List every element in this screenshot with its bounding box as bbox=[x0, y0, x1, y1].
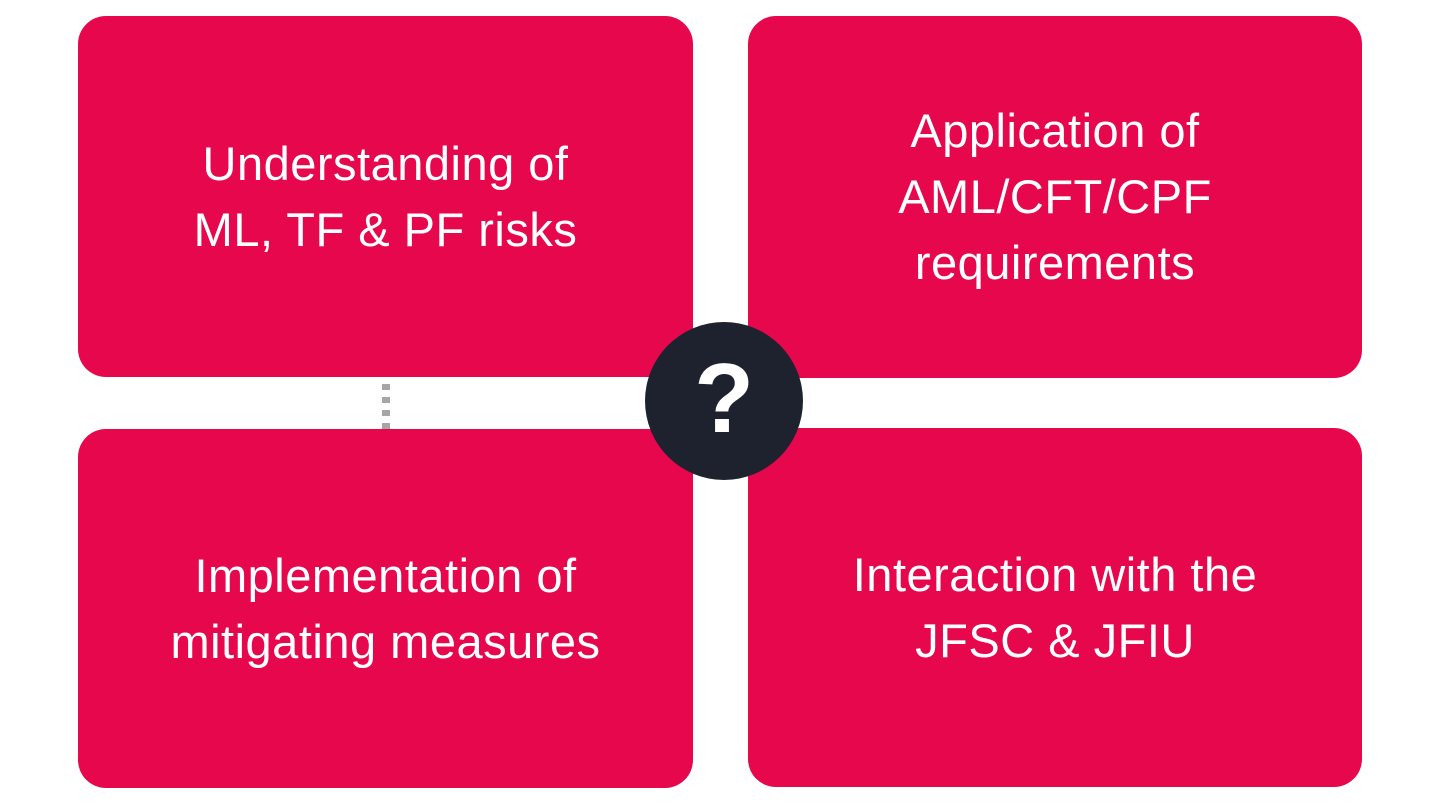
dotted-connector-left-column bbox=[382, 371, 390, 433]
question-mark-badge: ? bbox=[645, 322, 803, 480]
node-text-line: Interaction with the bbox=[852, 547, 1258, 601]
question-mark-icon: ? bbox=[694, 343, 754, 453]
node-text-line: AML/CFT/CPF bbox=[898, 170, 1212, 223]
node-text-line: ML, TF & PF risks bbox=[193, 202, 578, 256]
node-implementation-measures: Implementation of mitigating measures bbox=[78, 429, 693, 788]
node-text-line: Implementation of bbox=[194, 548, 577, 602]
node-text-line: requirements bbox=[914, 236, 1196, 289]
node-text-line: Understanding of bbox=[202, 136, 569, 190]
node-text-line: Application of bbox=[910, 104, 1200, 157]
node-understanding-risks: Understanding of ML, TF & PF risks bbox=[78, 16, 693, 377]
node-application-requirements: Application of AML/CFT/CPF requirements bbox=[748, 16, 1362, 378]
node-interaction-jfsc-jfiu: Interaction with the JFSC & JFIU bbox=[748, 428, 1362, 787]
node-text-line: JFSC & JFIU bbox=[915, 613, 1195, 667]
node-text-line: mitigating measures bbox=[170, 614, 601, 668]
